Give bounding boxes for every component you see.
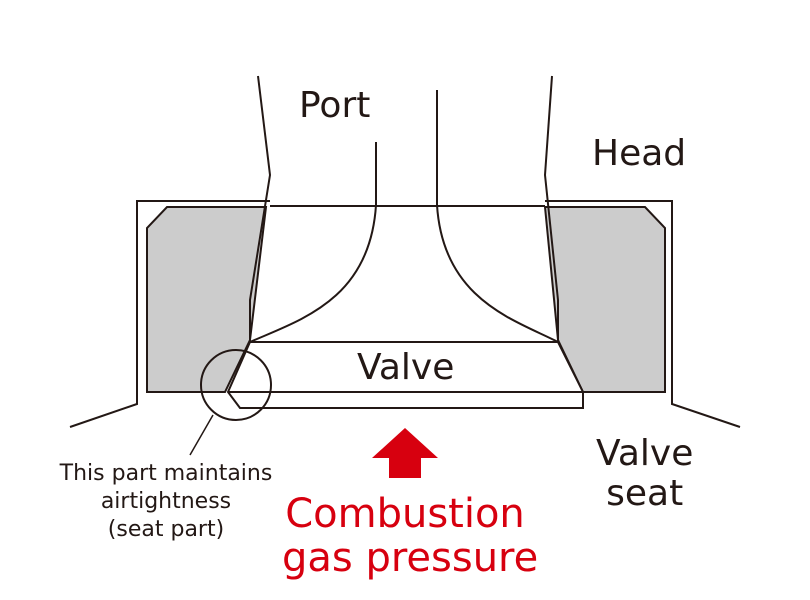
valve-seat-label: Valve seat [596,434,693,514]
airtightness-caption-line1: This part maintains [59,461,273,486]
port-wall-right [543,75,559,342]
combustion-gas-label-line1: Combustion [285,491,525,537]
head-outline-left [69,200,270,428]
valve-seat-label-line2: seat [606,473,684,514]
valve-label: Valve [357,347,455,388]
port-wall-left [249,75,272,342]
valve-seat-label-line1: Valve [596,433,694,474]
valve-stem-right [436,90,559,343]
valve-seat-left [146,206,268,393]
pressure-arrow [372,428,438,478]
airtightness-caption-line2: airtightness [100,489,232,514]
port-label: Port [299,85,371,126]
airtightness-caption: This part maintains airtightness (seat p… [46,460,286,544]
head-outline-right [545,200,741,428]
combustion-gas-label: Combustion gas pressure [282,491,539,581]
seat-part-leader [189,414,214,456]
valve-stem-left [249,142,377,343]
head-label: Head [592,133,687,174]
combustion-gas-label-line2: gas pressure [282,535,539,581]
seat-part-circle [200,349,272,421]
airtightness-caption-line3: (seat part) [107,517,225,542]
